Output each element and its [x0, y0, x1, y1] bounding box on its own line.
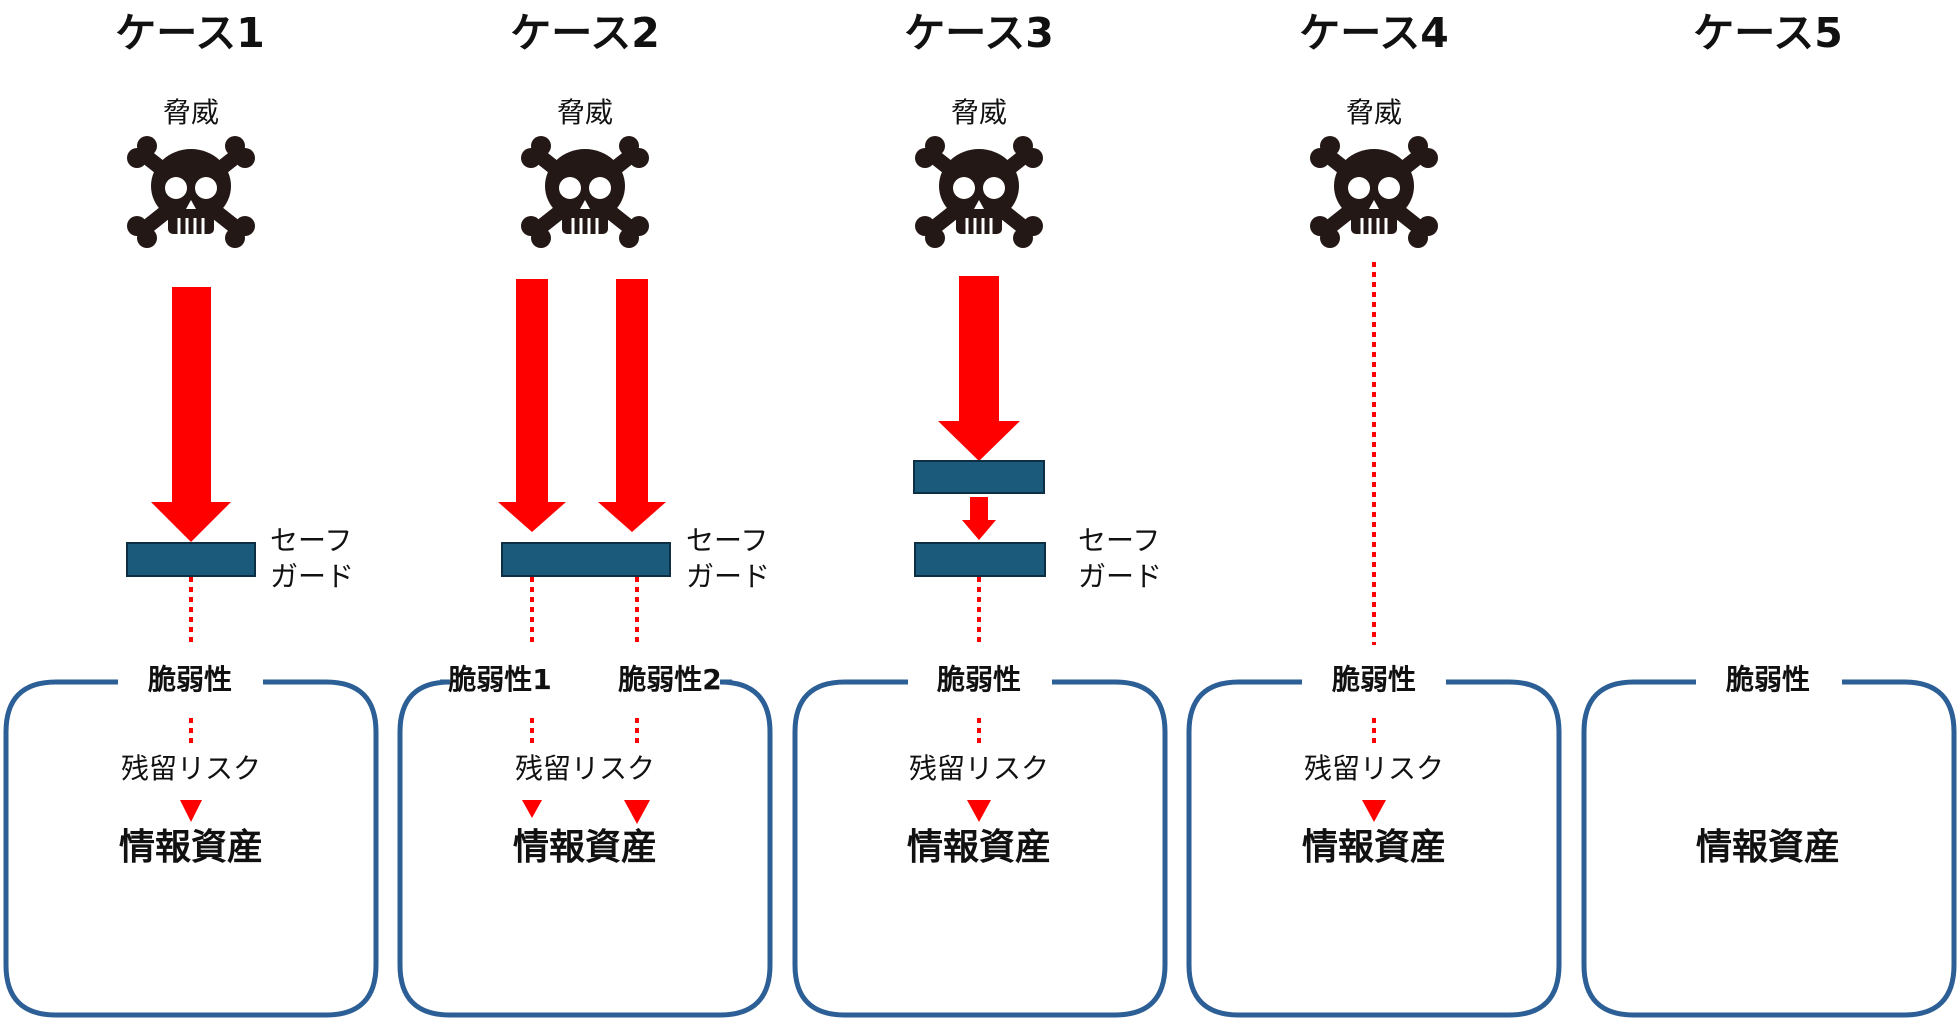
case-2-threat-arrow-2 — [598, 279, 666, 532]
case-3-residual-risk-label: 残留リスク — [909, 752, 1049, 785]
case-1-title: ケース1 — [115, 9, 264, 57]
case-2-safeguard-label-2: ガード — [686, 560, 770, 593]
case-2-residual-arrow-2 — [624, 800, 650, 824]
case-1: ケース1 脅威 セーフ ガード 脆弱性 残留リスク 情報資産 — [3, 9, 379, 1018]
case-2-asset-label: 情報資産 — [513, 827, 657, 868]
case-1-asset-box — [3, 679, 379, 1018]
case-1-skull-icon — [127, 136, 255, 248]
case-3-small-arrow — [962, 497, 996, 540]
case-4-vulnerability-label: 脆弱性 — [1331, 663, 1416, 696]
case-2-residual-risk-label: 残留リスク — [515, 752, 655, 785]
case-2-safeguard-label-1: セーフ — [686, 524, 768, 557]
case-1-threat-label: 脅威 — [163, 96, 219, 129]
case-1-safeguard-label-2: ガード — [270, 560, 354, 593]
case-4-residual-risk-label: 残留リスク — [1304, 752, 1444, 785]
case-4-title: ケース4 — [1299, 9, 1448, 57]
case-5-title: ケース5 — [1693, 9, 1842, 57]
case-4-threat-label: 脅威 — [1346, 96, 1402, 129]
case-2: ケース2 脅威 セーフ ガード 脆弱性1 脆弱性2 残留リスク 情報資産 — [397, 9, 773, 1018]
case-5: ケース5 脆弱性 情報資産 — [1581, 9, 1957, 1018]
case-4-asset-box — [1186, 679, 1562, 1018]
case-3-safeguard-label-1: セーフ — [1078, 524, 1160, 557]
case-1-asset-label: 情報資産 — [119, 827, 263, 868]
case-4-asset-label: 情報資産 — [1302, 827, 1446, 868]
case-3-safeguard-bar-lower — [914, 542, 1046, 577]
case-4: ケース4 脅威 脆弱性 残留リスク 情報資産 — [1186, 9, 1562, 1018]
case-3: ケース3 脅威 セーフ ガード 脆弱性 残留リスク 情報資産 — [792, 9, 1168, 1018]
case-1-residual-arrow — [180, 800, 202, 822]
case-2-title: ケース2 — [510, 9, 659, 57]
case-2-asset-box — [397, 679, 773, 1018]
case-1-threat-arrow — [151, 287, 231, 542]
case-3-safeguard-label-2: ガード — [1078, 560, 1162, 593]
case-2-vulnerability-label-2: 脆弱性2 — [617, 663, 721, 696]
case-5-asset-label: 情報資産 — [1696, 827, 1840, 868]
case-1-residual-risk-label: 残留リスク — [121, 752, 261, 785]
case-2-threat-label: 脅威 — [557, 96, 613, 129]
case-3-threat-arrow — [938, 276, 1020, 461]
case-2-vulnerability-label-1: 脆弱性1 — [447, 663, 551, 696]
case-1-vulnerability-label: 脆弱性 — [147, 663, 232, 696]
case-4-residual-arrow — [1362, 800, 1386, 822]
case-2-safeguard-bar — [501, 542, 671, 577]
case-5-vulnerability-label: 脆弱性 — [1725, 663, 1810, 696]
case-3-safeguard-bar-upper — [913, 460, 1045, 494]
case-2-residual-arrow-1 — [522, 800, 542, 818]
case-5-asset-box — [1581, 679, 1957, 1018]
case-2-threat-arrow-1 — [498, 279, 566, 532]
case-3-residual-arrow — [967, 800, 991, 822]
case-3-title: ケース3 — [904, 9, 1053, 57]
case-3-skull-icon — [915, 136, 1043, 248]
case-1-safeguard-label-1: セーフ — [270, 524, 352, 557]
case-1-safeguard-bar — [126, 542, 256, 577]
case-3-asset-label: 情報資産 — [907, 827, 1051, 868]
case-3-threat-label: 脅威 — [951, 96, 1007, 129]
case-4-skull-icon — [1310, 136, 1438, 248]
case-2-skull-icon — [521, 136, 649, 248]
case-3-asset-box — [792, 679, 1168, 1018]
case-3-vulnerability-label: 脆弱性 — [936, 663, 1021, 696]
